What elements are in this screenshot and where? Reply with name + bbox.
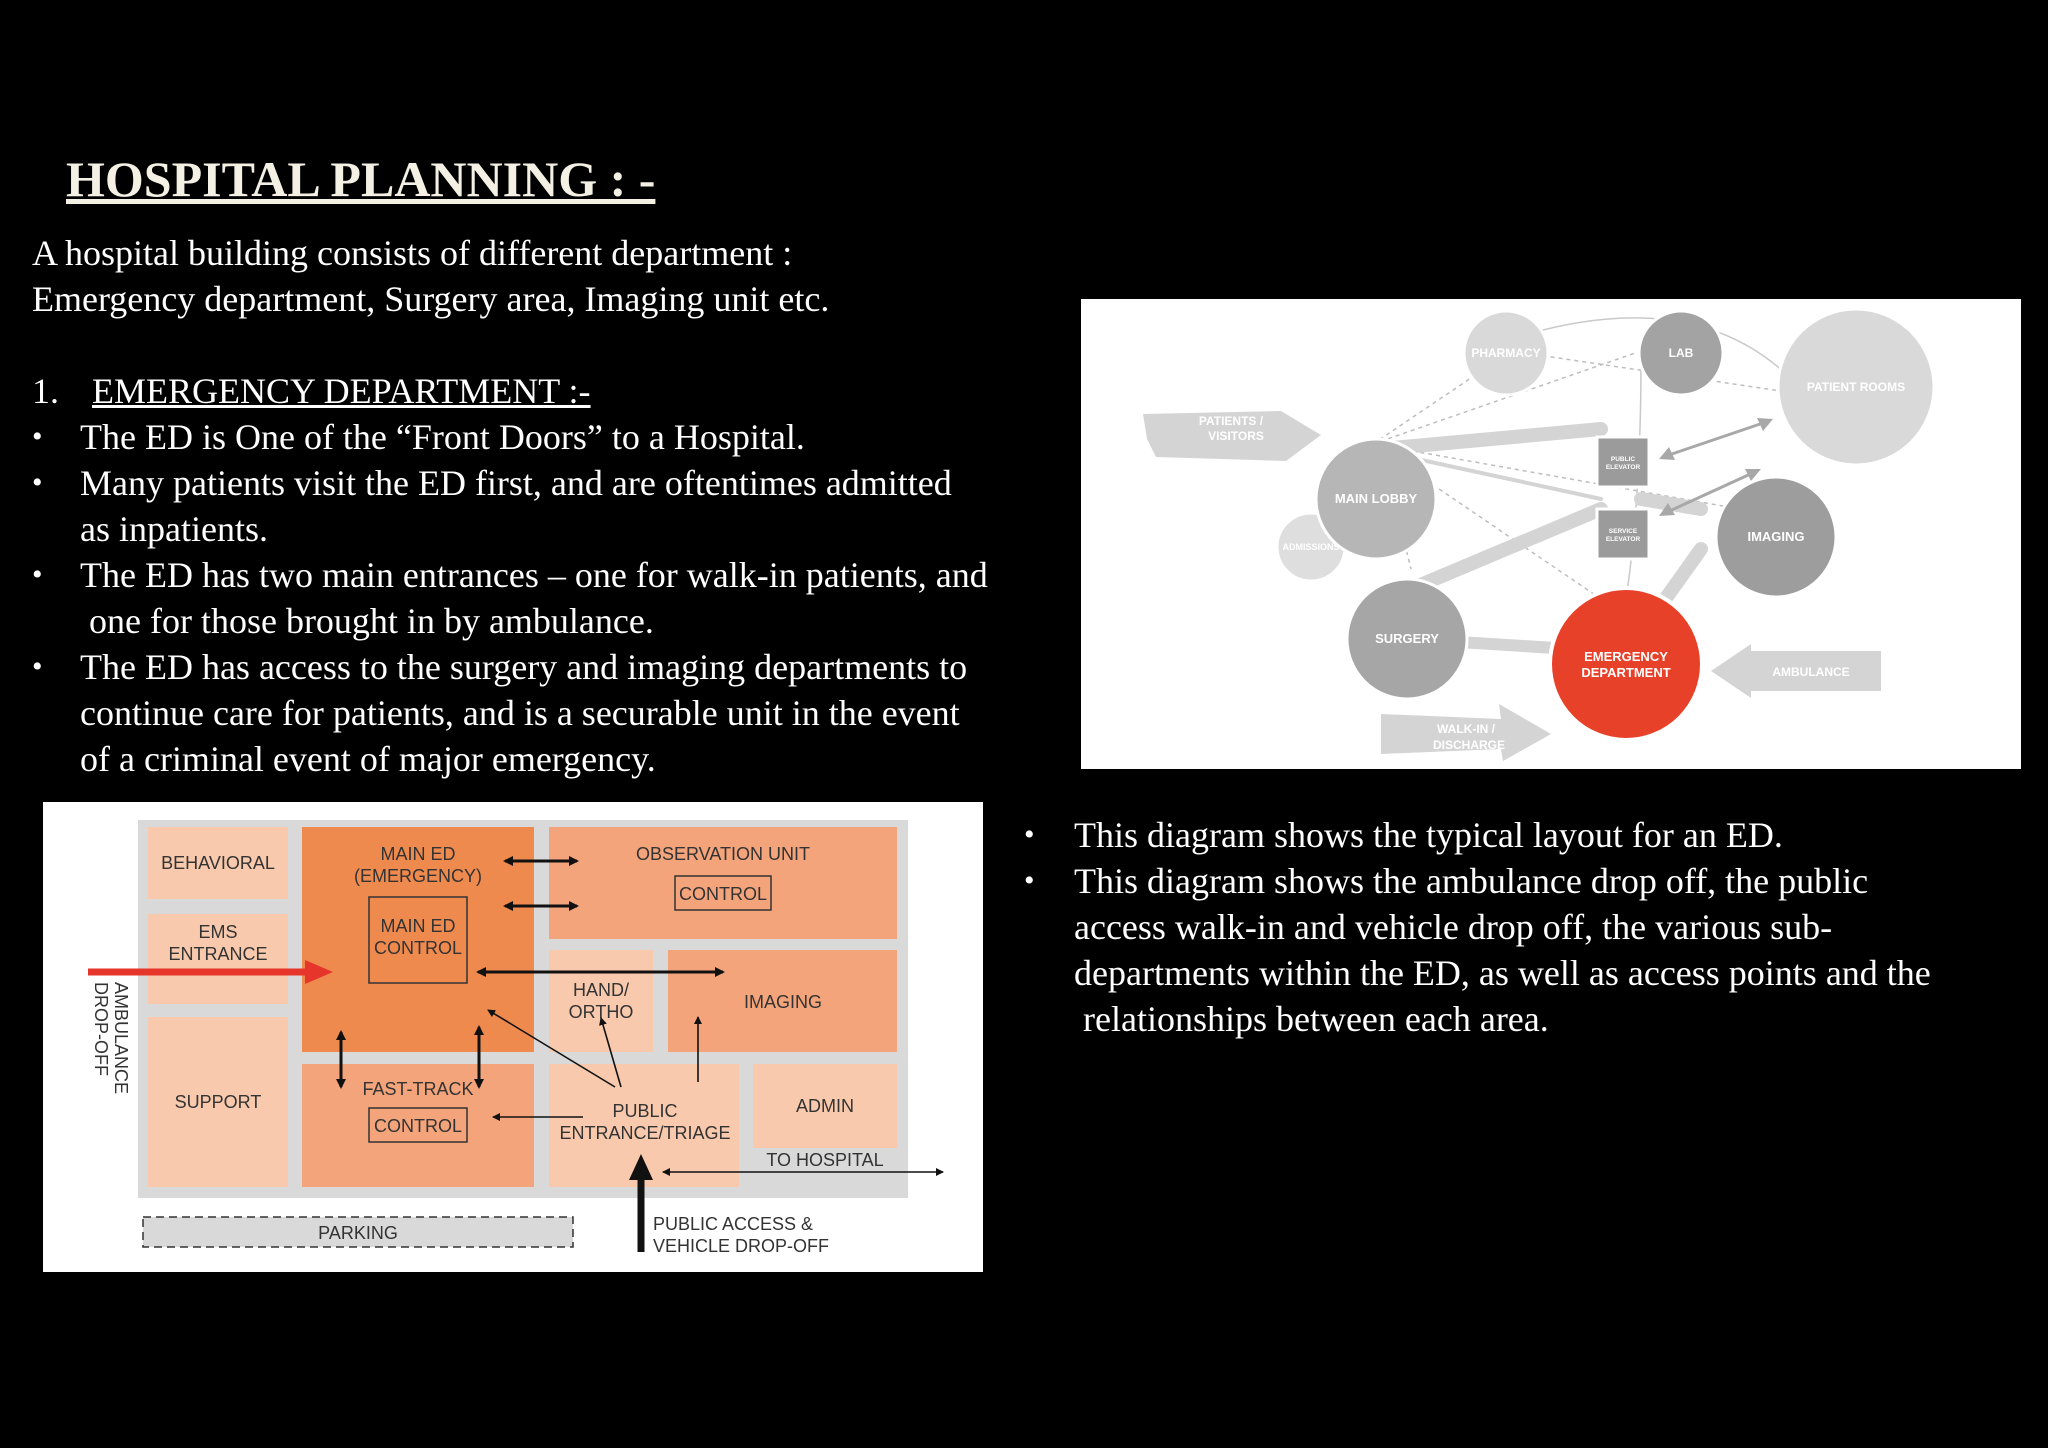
bullet-icon: •	[32, 558, 43, 591]
observation-label: OBSERVATION UNIT	[636, 844, 810, 864]
public-entrance-label: PUBLIC	[612, 1101, 677, 1121]
main-ed-control-box	[368, 896, 468, 984]
public-access-label: VEHICLE DROP-OFF	[653, 1236, 829, 1256]
diagram-notes: •This diagram shows the typical layout f…	[1024, 812, 2034, 1042]
curve-link	[1625, 358, 1642, 600]
admin-room	[753, 1064, 897, 1148]
pharmacy-bubble	[1462, 309, 1550, 397]
fast-track-control-box	[368, 1107, 468, 1143]
hand-ortho-label: ORTHO	[569, 1002, 634, 1022]
walk-in-label: DISCHARGE	[1433, 738, 1505, 752]
section-heading: 1. EMERGENCY DEPARTMENT :-	[32, 368, 591, 414]
ambulance-label: AMBULANCE	[1772, 665, 1849, 679]
triage-arrows	[487, 1009, 702, 1121]
ems-label: ENTRANCE	[168, 944, 267, 964]
bubble-diagram-svg: PATIENTS / VISITORS WALK-IN / DISCHARGE …	[1143, 307, 1936, 761]
list-item: •This diagram shows the typical layout f…	[1024, 812, 2034, 858]
pharmacy-label: PHARMACY	[1471, 346, 1540, 360]
public-elevator-label: ELEVATOR	[1606, 464, 1641, 471]
support-label: SUPPORT	[175, 1092, 262, 1112]
bullet-icon: •	[32, 650, 43, 683]
floor-plan-svg: BEHAVIORAL EMS ENTRANCE SUPPORT MAIN ED …	[88, 820, 944, 1256]
behavioral-label: BEHAVIORAL	[161, 853, 275, 873]
patient-rooms-label: PATIENT ROOMS	[1807, 380, 1905, 394]
observation-unit-room	[549, 827, 897, 939]
imaging-label: IMAGING	[1747, 529, 1804, 544]
observation-control-box	[674, 875, 772, 911]
intro-line: Emergency department, Surgery area, Imag…	[32, 279, 830, 319]
service-elevator-label: SERVICE	[1609, 528, 1638, 535]
fast-track-control-label: CONTROL	[374, 1116, 462, 1136]
section-title: EMERGENCY DEPARTMENT :-	[92, 371, 591, 411]
main-ed-label: (EMERGENCY)	[354, 866, 482, 886]
list-item: •The ED has two main entrances – one for…	[32, 552, 1062, 644]
ems-label: EMS	[198, 922, 237, 942]
service-elevator-label: ELEVATOR	[1606, 536, 1641, 543]
ambulance-dropoff-label: DROP-OFF	[91, 982, 111, 1076]
ems-entrance-room	[148, 914, 288, 1004]
bullet-list: •The ED is One of the “Front Doors” to a…	[32, 414, 1062, 782]
service-elevator-box	[1595, 507, 1651, 561]
patients-visitors-arrow	[1143, 411, 1321, 461]
main-lobby-label: MAIN LOBBY	[1335, 491, 1418, 506]
main-ed-control-label: CONTROL	[374, 938, 462, 958]
lab-bubble	[1637, 309, 1725, 397]
patients-visitors-label: VISITORS	[1208, 429, 1264, 443]
ambulance-arrow	[1711, 644, 1881, 698]
observation-control-label: CONTROL	[679, 884, 767, 904]
patient-rooms-bubble	[1776, 307, 1936, 467]
lab-label: LAB	[1669, 346, 1694, 360]
list-item: •Many patients visit the ED first, and a…	[32, 460, 1062, 552]
hand-ortho-room	[549, 950, 653, 1052]
double-arrows	[1659, 418, 1773, 516]
section-number: 1.	[32, 371, 59, 411]
bubble-diagram: PATIENTS / VISITORS WALK-IN / DISCHARGE …	[1081, 299, 2021, 769]
public-entrance-label: ENTRANCE/TRIAGE	[559, 1123, 730, 1143]
main-ed-label: MAIN ED	[380, 844, 455, 864]
public-elevator-box	[1595, 435, 1651, 489]
public-access-arrow-head	[629, 1154, 653, 1180]
emergency-label: EMERGENCY	[1584, 649, 1668, 664]
bullet-icon: •	[1024, 864, 1035, 897]
behavioral-room	[148, 827, 288, 899]
patients-visitors-label: PATIENTS /	[1199, 414, 1264, 428]
walk-in-label: WALK-IN /	[1437, 722, 1496, 736]
list-item: •The ED has access to the surgery and im…	[32, 644, 1062, 782]
fast-track-label: FAST-TRACK	[362, 1079, 473, 1099]
imaging-label: IMAGING	[744, 992, 822, 1012]
parking-area	[142, 1216, 574, 1248]
parking-label: PARKING	[318, 1223, 398, 1243]
bullet-icon: •	[32, 466, 43, 499]
walk-in-arrow	[1381, 704, 1551, 761]
main-ed-control-label: MAIN ED	[380, 916, 455, 936]
bullet-icon: •	[32, 420, 43, 453]
surgery-bubble	[1345, 577, 1469, 701]
main-lobby-bubble	[1314, 437, 1438, 561]
floor-plan-diagram: BEHAVIORAL EMS ENTRANCE SUPPORT MAIN ED …	[43, 802, 983, 1272]
intro-line: A hospital building consists of differen…	[32, 233, 793, 273]
admissions-label: ADMISSIONS	[1282, 542, 1339, 552]
imaging-bubble	[1714, 475, 1838, 599]
list-item: •This diagram shows the ambulance drop o…	[1024, 858, 2034, 1042]
flow-arrows	[336, 856, 725, 1089]
intro-text: A hospital building consists of differen…	[32, 230, 829, 322]
list-item: •The ED is One of the “Front Doors” to a…	[32, 414, 1062, 460]
emergency-label: DEPARTMENT	[1581, 665, 1670, 680]
page-title: HOSPITAL PLANNING : -	[66, 151, 656, 207]
public-access-label: PUBLIC ACCESS &	[653, 1214, 813, 1234]
admin-label: ADMIN	[796, 1096, 854, 1116]
ambulance-dropoff-label: AMBULANCE	[111, 982, 131, 1094]
ambulance-arrow-head	[305, 960, 333, 984]
emergency-department-bubble	[1548, 586, 1704, 742]
public-elevator-label: PUBLIC	[1611, 456, 1636, 463]
bullet-icon: •	[1024, 818, 1035, 851]
support-room	[148, 1017, 288, 1187]
to-hospital-label: TO HOSPITAL	[766, 1150, 883, 1170]
surgery-label: SURGERY	[1375, 631, 1439, 646]
hand-ortho-label: HAND/	[573, 980, 629, 1000]
